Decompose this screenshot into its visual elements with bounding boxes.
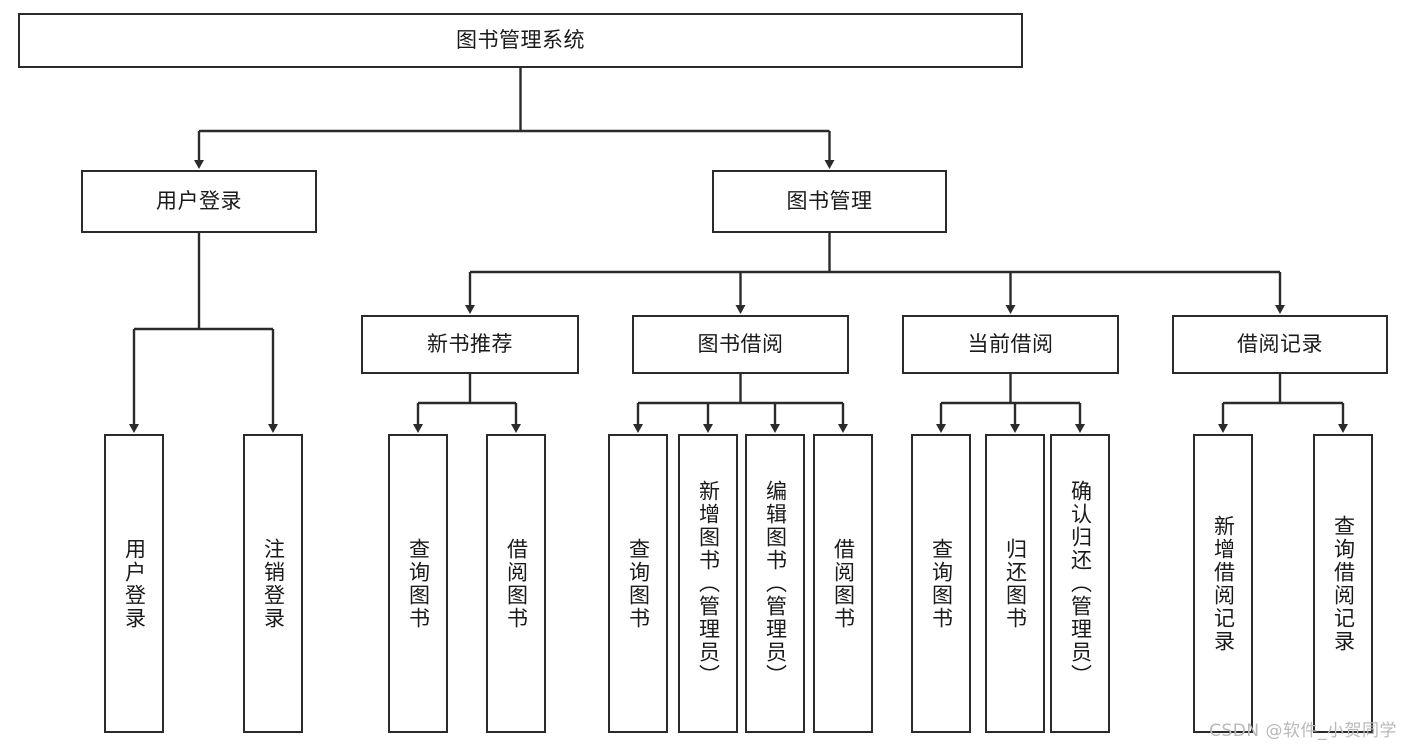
node-l10[interactable]: 归还图书 — [985, 434, 1045, 733]
node-label: 注销登录 — [261, 537, 286, 630]
node-label: 归还图书 — [1003, 537, 1028, 630]
node-login[interactable]: 用户登录 — [81, 170, 317, 233]
node-label: 查询借阅记录 — [1331, 514, 1356, 653]
node-l12[interactable]: 新增借阅记录 — [1193, 434, 1253, 733]
node-l6[interactable]: 新增图书（管理员） — [678, 434, 738, 733]
node-label: 新增图书（管理员） — [696, 480, 721, 687]
watermark-text: CSDN @软件_小贺同学 — [1209, 721, 1397, 741]
node-label: 图书管理系统 — [456, 28, 585, 53]
node-label: 确认归还（管理员） — [1068, 480, 1093, 687]
node-label: 图书管理 — [786, 189, 873, 214]
node-records[interactable]: 借阅记录 — [1172, 315, 1388, 374]
node-l13[interactable]: 查询借阅记录 — [1313, 434, 1373, 733]
node-l8[interactable]: 借阅图书 — [813, 434, 873, 733]
node-label: 查询图书 — [929, 537, 954, 630]
node-l11[interactable]: 确认归还（管理员） — [1050, 434, 1110, 733]
node-bookmgmt[interactable]: 图书管理 — [712, 170, 947, 233]
node-l9[interactable]: 查询图书 — [911, 434, 971, 733]
node-label: 借阅记录 — [1237, 332, 1323, 357]
node-borrow[interactable]: 图书借阅 — [632, 315, 849, 374]
node-l1[interactable]: 用户登录 — [104, 434, 164, 733]
node-newbook[interactable]: 新书推荐 — [361, 315, 579, 374]
node-label: 查询图书 — [406, 537, 431, 630]
node-l4[interactable]: 借阅图书 — [486, 434, 546, 733]
node-l2[interactable]: 注销登录 — [243, 434, 303, 733]
node-label: 新书推荐 — [427, 332, 513, 357]
node-label: 借阅图书 — [831, 537, 856, 630]
node-label: 编辑图书（管理员） — [763, 480, 788, 687]
node-label: 用户登录 — [122, 537, 147, 630]
node-l5[interactable]: 查询图书 — [608, 434, 668, 733]
node-label: 借阅图书 — [504, 537, 529, 630]
node-label: 查询图书 — [626, 537, 651, 630]
node-label: 图书借阅 — [697, 332, 784, 357]
node-l7[interactable]: 编辑图书（管理员） — [745, 434, 805, 733]
node-l3[interactable]: 查询图书 — [388, 434, 448, 733]
node-label: 用户登录 — [156, 189, 242, 214]
node-root[interactable]: 图书管理系统 — [18, 13, 1023, 68]
node-label: 新增借阅记录 — [1211, 514, 1236, 653]
node-label: 当前借阅 — [967, 332, 1054, 357]
node-current[interactable]: 当前借阅 — [902, 315, 1119, 374]
